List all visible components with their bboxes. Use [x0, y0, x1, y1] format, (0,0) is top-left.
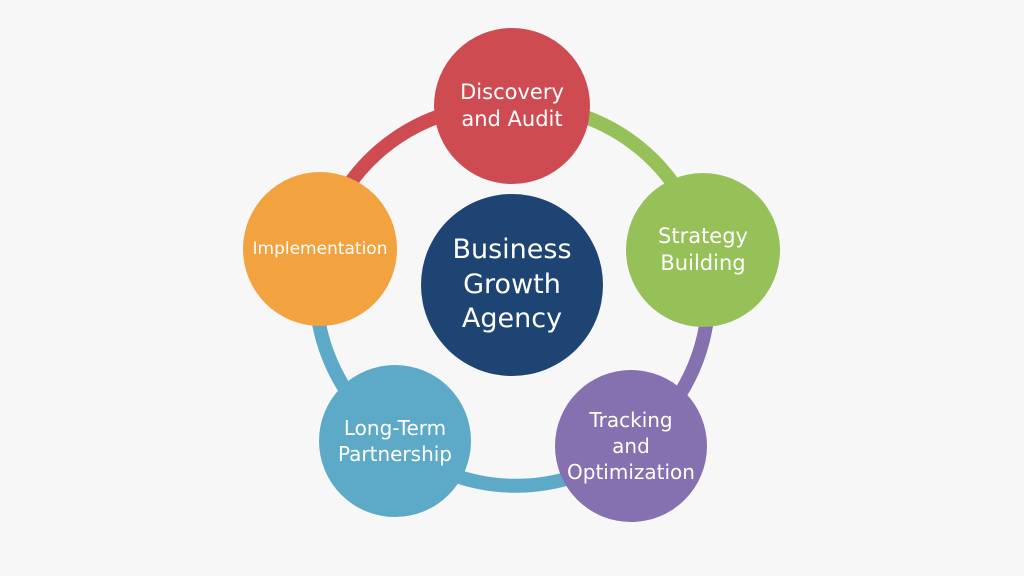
node-label: Discovery and Audit [460, 79, 564, 134]
label-line: Tracking [589, 408, 673, 432]
center-label: Business Growth Agency [452, 233, 571, 337]
label-line: Partnership [337, 442, 453, 466]
label-line: Implementation [252, 238, 388, 259]
label-line: Agency [461, 303, 563, 335]
label-line: Strategy [658, 223, 748, 248]
node-label: Implementation [253, 238, 388, 260]
label-line: and [612, 434, 650, 458]
label-line: and Audit [461, 107, 563, 131]
node-discovery-and-audit: Discovery and Audit [434, 28, 590, 184]
node-label: Strategy Building [658, 223, 748, 278]
label-line: Optimization [567, 460, 695, 484]
label-line: Building [660, 251, 746, 275]
label-line: Business [452, 234, 572, 266]
label-line: Discovery [460, 79, 564, 104]
node-implementation: Implementation [243, 172, 397, 326]
node-tracking-and-optimization: Tracking and Optimization [555, 370, 707, 522]
node-label: Long-Term Partnership [338, 415, 452, 467]
center-node-business-growth-agency: Business Growth Agency [421, 194, 603, 376]
label-line: Growth [463, 268, 561, 300]
node-strategy-building: Strategy Building [626, 173, 780, 327]
node-label: Tracking and Optimization [567, 407, 695, 485]
label-line: Long-Term [343, 416, 447, 440]
node-long-term-partnership: Long-Term Partnership [319, 365, 471, 517]
